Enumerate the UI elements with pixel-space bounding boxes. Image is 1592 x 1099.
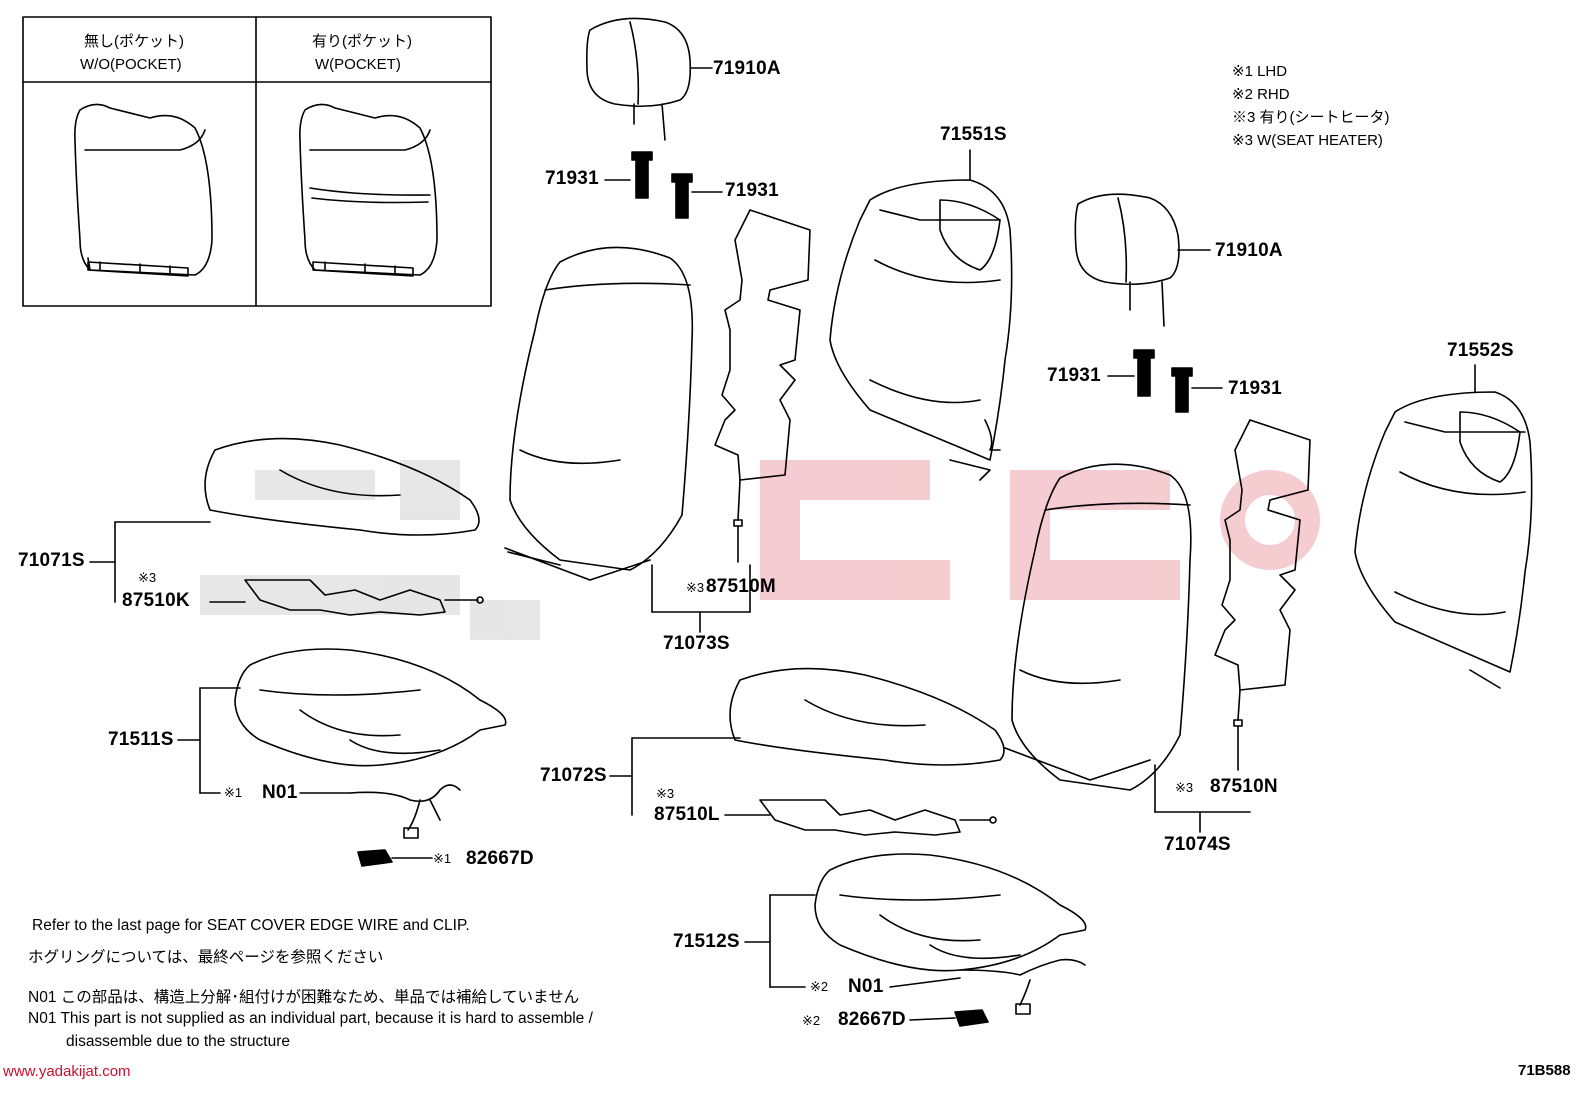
- part-label-71931[interactable]: 71931: [725, 180, 779, 201]
- group-bracket-71073s: [651, 564, 751, 633]
- part-label-n01[interactable]: N01: [262, 782, 298, 803]
- part-label-71552s[interactable]: 71552S: [1447, 340, 1514, 361]
- seatback-pocket-drawing: [299, 103, 438, 277]
- cushion-pad-right-drawing: [814, 853, 1087, 972]
- part-label-71910a[interactable]: 71910A: [713, 58, 781, 79]
- part-label-82667d[interactable]: 82667D: [466, 848, 534, 869]
- group-bracket-71074s: [1154, 764, 1251, 833]
- part-label-71931[interactable]: 71931: [1228, 378, 1282, 399]
- part-label-71071s[interactable]: 71071S: [18, 550, 85, 571]
- cushion-cover-right-drawing: [729, 667, 1005, 766]
- diagram-code: 71B588: [1518, 1062, 1571, 1079]
- note-line: N01 この部品は、構造上分解･組付けが困難なため、単品では補給していません: [28, 989, 580, 1006]
- headrest-1-drawing: [586, 17, 713, 141]
- part-label-n01[interactable]: N01: [848, 976, 884, 997]
- watermark-logo: [200, 460, 1320, 640]
- group-bracket-71071s: [89, 521, 246, 603]
- part-label-71551s[interactable]: 71551S: [940, 124, 1007, 145]
- note-line: Refer to the last page for SEAT COVER ED…: [32, 917, 470, 934]
- part-label-71931[interactable]: 71931: [545, 168, 599, 189]
- note-mark: ※2: [802, 1013, 821, 1028]
- note-line: N01 This part is not supplied as an indi…: [28, 1010, 593, 1027]
- connector-right-drawing: [909, 1009, 989, 1027]
- seatback-pad-71552s-drawing: [1354, 364, 1533, 689]
- inset-right-en: W(POCKET): [315, 56, 401, 73]
- legend-item: ※3 W(SEAT HEATER): [1232, 132, 1383, 149]
- note-mark: ※3: [1175, 780, 1194, 795]
- part-label-87510m[interactable]: 87510M: [706, 576, 776, 597]
- screws-1-drawing: [604, 151, 723, 219]
- harness-right-drawing: [959, 958, 1086, 1015]
- note-line: disassemble due to the structure: [66, 1033, 291, 1050]
- inset-left-jp: 無し(ポケット): [84, 33, 184, 50]
- legend-item: ※3 有り(シートヒータ): [1232, 109, 1390, 126]
- group-bracket-71072s: [609, 737, 771, 816]
- seatback-cover-right-drawing: [1004, 463, 1192, 791]
- cushion-pad-left-drawing: [234, 648, 507, 767]
- cushion-cover-left-drawing: [204, 437, 480, 536]
- note-mark: ※3: [686, 580, 705, 595]
- part-label-87510n[interactable]: 87510N: [1210, 776, 1278, 797]
- part-label-71511s[interactable]: 71511S: [108, 729, 174, 750]
- part-label-87510l[interactable]: 87510L: [654, 804, 720, 825]
- part-label-71072s[interactable]: 71072S: [540, 765, 607, 786]
- inset-left-en: W/O(POCKET): [80, 56, 182, 73]
- part-label-71910a[interactable]: 71910A: [1215, 240, 1283, 261]
- seatback-cover-left-drawing: [504, 246, 694, 581]
- note-mark: ※1: [433, 851, 452, 866]
- group-bracket-71511s: [177, 687, 351, 794]
- seatback-pad-71551s-drawing: [829, 149, 1013, 481]
- inset-right-jp: 有り(ポケット): [312, 33, 412, 50]
- part-label-71931[interactable]: 71931: [1047, 365, 1101, 386]
- website-watermark[interactable]: www.yadakijat.com: [3, 1063, 131, 1080]
- back-heater-right-drawing: [1214, 419, 1311, 771]
- screws-2-drawing: [1107, 349, 1223, 413]
- note-mark: ※2: [810, 979, 829, 994]
- group-bracket-71512s: [744, 894, 961, 988]
- part-label-71073s[interactable]: 71073S: [663, 633, 730, 654]
- part-label-71074s[interactable]: 71074S: [1164, 834, 1231, 855]
- cushion-heater-left-drawing: [244, 579, 484, 616]
- note-line: ホグリングについては、最終ページを参照ください: [28, 949, 384, 966]
- connector-left-drawing: [357, 849, 433, 867]
- cushion-heater-right-drawing: [759, 799, 997, 836]
- part-label-71512s[interactable]: 71512S: [673, 931, 740, 952]
- legend-item: ※1 LHD: [1232, 63, 1288, 80]
- inset-frame: [22, 16, 492, 307]
- headrest-2-drawing: [1074, 193, 1211, 327]
- note-mark: ※1: [224, 785, 243, 800]
- legend-item: ※2 RHD: [1232, 86, 1290, 103]
- legend: ※1 LHD ※2 RHD ※3 有り(シートヒータ) ※3 W(SEAT HE…: [1232, 60, 1390, 152]
- part-label-87510k[interactable]: 87510K: [122, 590, 190, 611]
- seatback-no-pocket-drawing: [74, 103, 213, 277]
- harness-left-drawing: [349, 784, 461, 839]
- note-mark: ※3: [656, 786, 675, 801]
- back-heater-left-drawing: [714, 209, 811, 563]
- note-mark: ※3: [138, 570, 157, 585]
- part-label-82667d[interactable]: 82667D: [838, 1009, 906, 1030]
